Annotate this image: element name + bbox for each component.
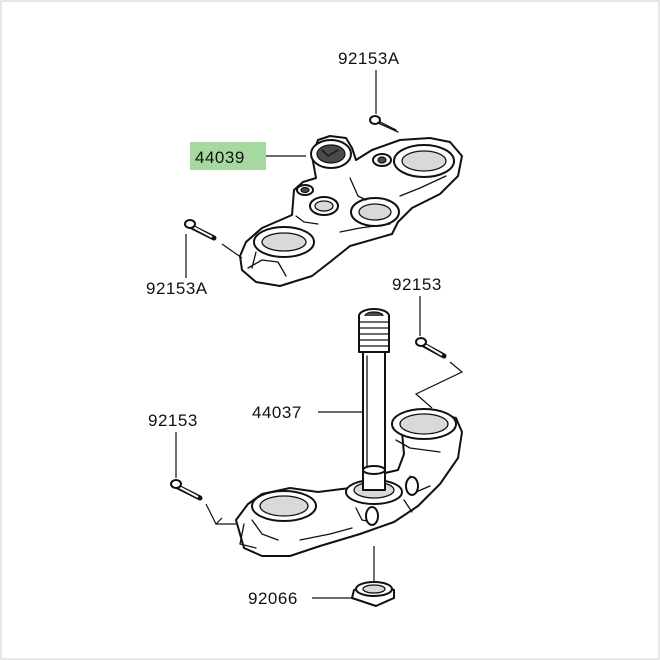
lower-triple-clamp[interactable] — [235, 408, 463, 557]
highlight-box — [190, 142, 266, 170]
bolt-upper-left[interactable] — [184, 219, 217, 241]
steering-stem[interactable] — [358, 308, 390, 483]
label-92153A-left[interactable]: 92153A — [146, 279, 208, 298]
label-92153-right[interactable]: 92153 — [392, 275, 442, 294]
label-44039[interactable]: 44039 — [195, 148, 245, 167]
label-92153-left[interactable]: 92153 — [148, 411, 198, 430]
bolt-upper-right[interactable] — [369, 115, 399, 133]
bolt-lower-left[interactable] — [170, 479, 203, 501]
upper-triple-clamp[interactable] — [239, 135, 463, 287]
label-44037[interactable]: 44037 — [252, 403, 302, 422]
stem-seal[interactable] — [351, 581, 395, 607]
label-92066[interactable]: 92066 — [248, 589, 298, 608]
leader-lines — [175, 70, 464, 599]
label-92153A-top[interactable]: 92153A — [338, 49, 400, 68]
bolt-lower-right[interactable] — [415, 337, 447, 359]
